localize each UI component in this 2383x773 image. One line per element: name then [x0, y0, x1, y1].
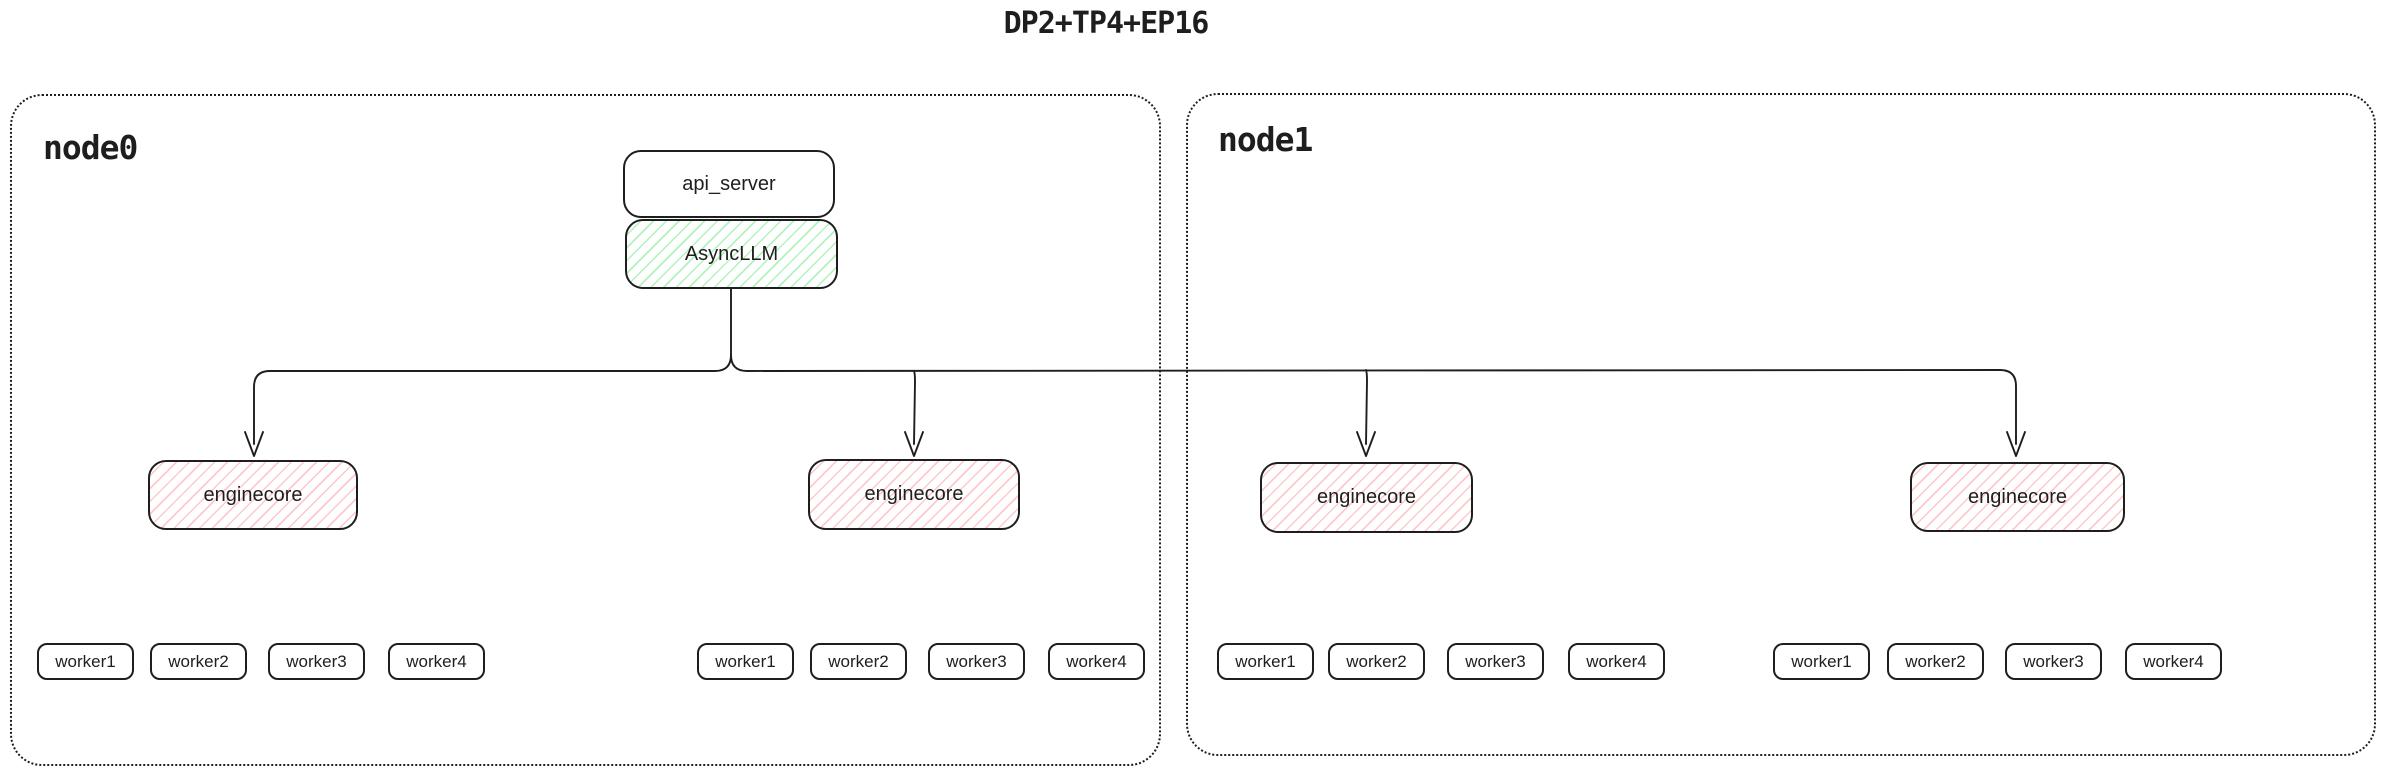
worker-box: worker1 [697, 643, 794, 680]
api-server-label: api_server [682, 172, 776, 195]
worker-label: worker2 [168, 651, 229, 671]
worker-label: worker1 [715, 651, 776, 671]
worker-label: worker2 [1905, 651, 1966, 671]
worker-box: worker4 [1048, 643, 1145, 680]
api-server-box: api_server [623, 150, 835, 218]
worker-label: worker3 [1465, 651, 1526, 671]
worker-box: worker1 [37, 643, 134, 680]
worker-box: worker4 [1568, 643, 1665, 680]
worker-label: worker4 [1586, 651, 1647, 671]
worker-label: worker4 [1066, 651, 1127, 671]
worker-box: worker2 [810, 643, 907, 680]
worker-label: worker2 [1346, 651, 1407, 671]
enginecore-box-3: enginecore [1260, 462, 1473, 533]
enginecore-box-4: enginecore [1910, 462, 2125, 532]
diagram-title: DP2+TP4+EP16 [1003, 6, 1210, 41]
worker-box: worker4 [388, 643, 485, 680]
enginecore-box-2: enginecore [808, 459, 1020, 530]
worker-box: worker3 [1447, 643, 1544, 680]
enginecore-label: enginecore [864, 483, 964, 505]
worker-label: worker1 [1791, 651, 1852, 671]
worker-label: worker1 [55, 651, 116, 671]
asyncllm-label: AsyncLLM [684, 242, 779, 265]
node1-label: node1 [1218, 120, 1313, 159]
worker-label: worker3 [286, 651, 347, 671]
enginecore-label: enginecore [1968, 485, 2067, 508]
worker-label: worker3 [2023, 651, 2084, 671]
worker-label: worker3 [946, 651, 1007, 671]
worker-label: worker2 [828, 651, 889, 671]
worker-box: worker4 [2125, 643, 2222, 680]
enginecore-label: enginecore [203, 483, 303, 506]
enginecore-label: enginecore [1317, 486, 1416, 508]
worker-label: worker4 [2143, 651, 2204, 671]
worker-box: worker1 [1773, 643, 1870, 680]
enginecore-box-1: enginecore [148, 460, 358, 530]
worker-label: worker4 [406, 651, 467, 671]
node0-label: node0 [43, 128, 138, 167]
asyncllm-box: AsyncLLM [625, 219, 838, 289]
worker-box: worker1 [1217, 643, 1314, 680]
worker-box: worker3 [2005, 643, 2102, 680]
worker-box: worker3 [268, 643, 365, 680]
worker-label: worker1 [1235, 651, 1296, 671]
worker-box: worker2 [1328, 643, 1425, 680]
worker-box: worker2 [150, 643, 247, 680]
worker-box: worker3 [928, 643, 1025, 680]
worker-box: worker2 [1887, 643, 1984, 680]
